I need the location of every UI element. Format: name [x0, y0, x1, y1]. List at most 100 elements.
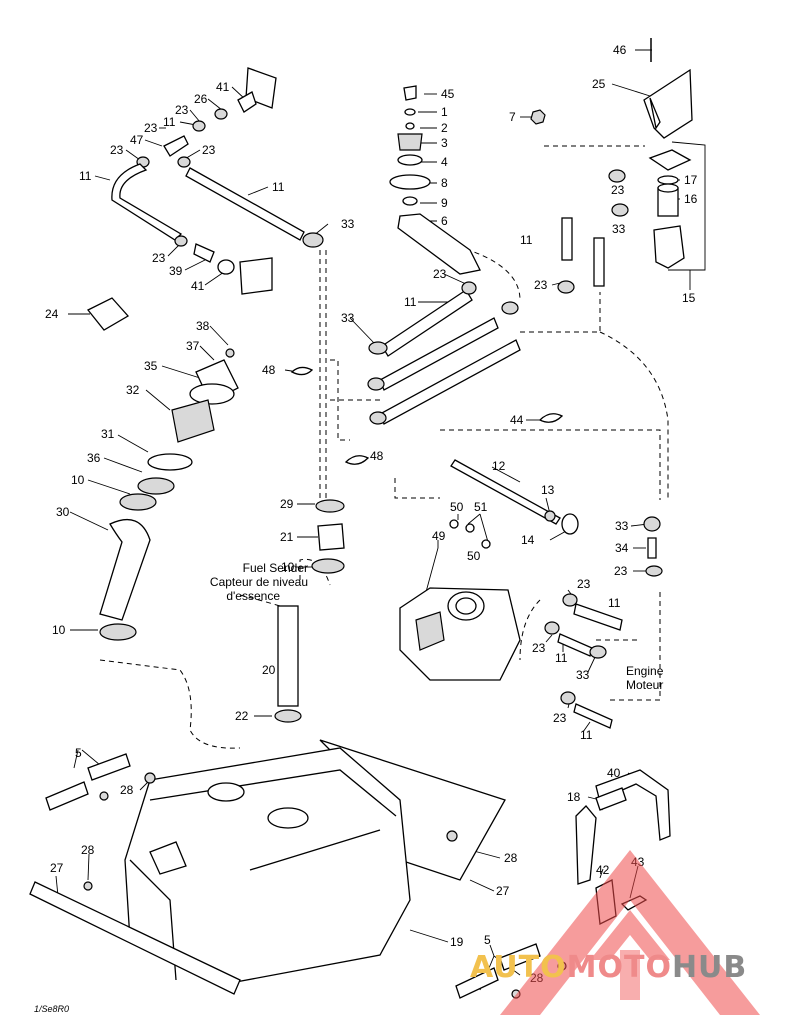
callout-19: 19	[450, 935, 464, 949]
callout-27-b: 27	[496, 884, 510, 898]
callout-50-a: 50	[450, 500, 464, 514]
clamp-23-g	[501, 301, 519, 315]
callout-14: 14	[521, 533, 535, 547]
fuel-line-group	[290, 281, 564, 465]
callout-28-c: 28	[504, 851, 518, 865]
label-capteur-de-niveau: Capteur de niveau	[210, 575, 308, 589]
callout-11-e: 11	[404, 295, 417, 309]
shutoff-valve-group	[389, 85, 481, 275]
clamp-10-a	[119, 493, 157, 511]
screw-38	[225, 348, 235, 358]
washer-50-a	[449, 519, 459, 529]
callout-11-a: 11	[163, 115, 176, 129]
callout-23-h: 23	[534, 278, 548, 292]
bracket-5-b	[87, 753, 131, 781]
knob-45	[403, 85, 417, 101]
tank-strap-27	[29, 881, 241, 995]
callout-11-f: 11	[608, 596, 621, 610]
callout-27-a: 27	[50, 861, 64, 875]
callout-21: 21	[280, 530, 294, 544]
callout-26: 26	[194, 92, 208, 106]
throttle-cable-12	[450, 459, 561, 525]
drawing-code: 1/Se8R0	[34, 1004, 70, 1014]
callout-23-d: 23	[202, 143, 216, 157]
carburetor	[399, 587, 521, 681]
hose-11-d	[557, 633, 593, 657]
callout-17: 17	[684, 173, 698, 187]
callout-48-b: 48	[370, 449, 384, 463]
adjuster-14	[561, 513, 579, 535]
clamp-33-c	[643, 516, 661, 532]
callout-10-b: 10	[281, 560, 295, 574]
callout-10-c: 10	[52, 623, 66, 637]
callout-9: 9	[441, 196, 448, 210]
spring-2	[405, 122, 415, 130]
callout-50-b: 50	[467, 549, 481, 563]
clamp-23-h	[367, 377, 385, 391]
text-labels: Fuel Sender Capteur de niveau d'essence …	[210, 561, 664, 692]
callout-8: 8	[441, 176, 448, 190]
clamp-36	[137, 477, 175, 495]
callout-32: 32	[126, 383, 140, 397]
callout-20: 20	[262, 663, 276, 677]
screw-28-c	[83, 881, 93, 891]
washer-1	[404, 108, 416, 116]
clamp-23-b	[192, 120, 206, 132]
callout-13: 13	[541, 483, 555, 497]
callout-45: 45	[441, 87, 455, 101]
filler-group	[86, 297, 239, 641]
clamp-23-j	[645, 565, 663, 577]
fitting-39	[193, 243, 215, 263]
tie-44	[538, 413, 564, 423]
clamp-23-r1	[608, 169, 626, 183]
hose-11-c	[573, 603, 623, 631]
callout-39: 39	[169, 264, 183, 278]
callout-4: 4	[441, 155, 448, 169]
grommet-41	[217, 259, 235, 275]
callout-16: 16	[684, 192, 698, 206]
callout-23-a: 23	[175, 103, 189, 117]
callout-11-c: 11	[272, 180, 285, 194]
washer-50-b	[481, 539, 491, 549]
callout-51: 51	[474, 500, 488, 514]
clamp-23-m	[560, 691, 576, 705]
callout-30: 30	[56, 505, 70, 519]
o-ring-9	[402, 196, 418, 206]
carburetor-group	[399, 459, 663, 729]
clamp-33-d	[589, 645, 607, 659]
hose-11-right-b	[593, 237, 605, 287]
callout-23-g: 23	[433, 267, 447, 281]
filler-boss	[207, 782, 245, 802]
clamp-23-r2	[557, 280, 575, 294]
callout-38: 38	[196, 319, 210, 333]
callout-11-b: 11	[79, 169, 92, 183]
clip-24	[86, 297, 130, 331]
bracket-5-d	[499, 943, 541, 971]
filler-hose-30	[99, 519, 151, 621]
o-ring-17	[657, 175, 679, 185]
nut-13	[544, 510, 556, 522]
watermark-text-auto: AUTO	[470, 950, 567, 985]
callout-34: 34	[615, 541, 629, 555]
fuel-hose-11-upper	[381, 289, 473, 357]
plate-41-bottom	[239, 257, 273, 295]
callout-23-j: 23	[577, 577, 591, 591]
pump-cap	[648, 149, 692, 171]
callout-37: 37	[186, 339, 200, 353]
callout-25: 25	[592, 77, 606, 91]
callout-11-d: 11	[520, 233, 533, 247]
clamp-23-d	[177, 156, 191, 168]
watermark-text-hub: HUB	[671, 950, 748, 985]
callout-23-f: 23	[611, 183, 625, 197]
screw-28-a	[144, 772, 156, 784]
vent-hose-11-b	[185, 167, 305, 241]
callout-33-c: 33	[341, 311, 355, 325]
callout-6: 6	[441, 214, 448, 228]
bracket-5-a	[45, 781, 89, 811]
callout-36: 36	[87, 451, 101, 465]
strap-hook-42	[575, 805, 597, 885]
callout-33-b: 33	[612, 222, 626, 236]
callout-23-l: 23	[553, 711, 567, 725]
callout-33-a: 33	[341, 217, 355, 231]
